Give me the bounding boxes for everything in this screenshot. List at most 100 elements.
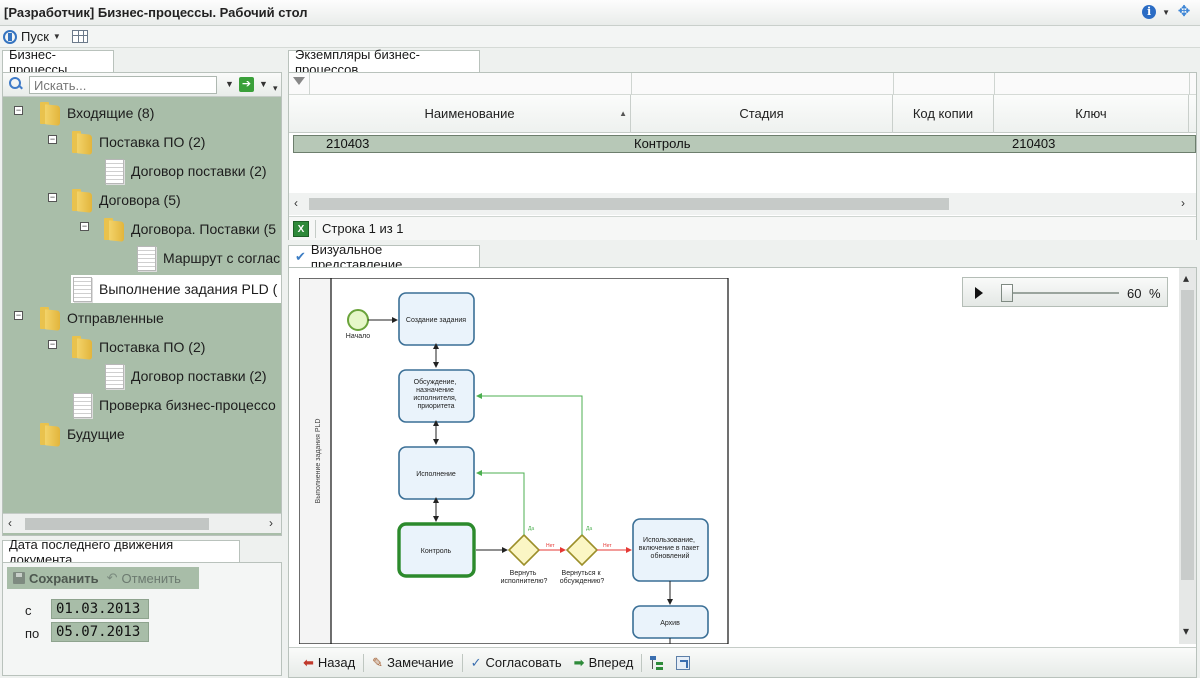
go-dropdown-arrow-icon[interactable]: ▼	[259, 79, 268, 89]
gateway-return-executor[interactable]	[507, 533, 541, 567]
column-header-stage[interactable]: Стадия	[631, 95, 893, 133]
tree-horizontal-scrollbar[interactable]: ‹ ›	[3, 513, 281, 533]
tree-node-software-supply[interactable]: Поставка ПО (2)	[71, 128, 205, 156]
window-titlebar: [Разработчик] Бизнес-процессы. Рабочий с…	[0, 0, 1200, 26]
tree-node-sent-software-supply[interactable]: Поставка ПО (2)	[71, 333, 205, 361]
task-control[interactable]	[397, 522, 476, 578]
visual-representation-panel: Выполнение задания PLD Начало Создание з…	[288, 267, 1197, 678]
tree-node-process-check[interactable]: Проверка бизнес-процессо	[71, 391, 276, 419]
tree-collapse-icon[interactable]: −	[14, 310, 23, 320]
diagram-canvas[interactable]: Выполнение задания PLD Начало Создание з…	[289, 268, 1179, 644]
scrollbar-thumb[interactable]	[309, 198, 949, 210]
hierarchy-icon[interactable]	[650, 655, 665, 670]
remark-button[interactable]: ✎ Замечание	[366, 651, 459, 675]
gateway-return-discussion[interactable]	[565, 533, 599, 567]
document-icon	[103, 363, 125, 389]
scroll-left-icon[interactable]: ‹	[8, 516, 12, 530]
tree-collapse-icon[interactable]: −	[80, 221, 89, 231]
search-go-icon[interactable]: ➔	[239, 77, 254, 92]
start-event[interactable]	[347, 309, 369, 331]
scrollbar-thumb[interactable]	[1181, 290, 1194, 580]
tree-collapse-icon[interactable]: −	[14, 105, 23, 115]
excel-export-icon[interactable]: X	[293, 220, 309, 237]
date-to-field[interactable]: 05.07.2013	[51, 622, 149, 642]
approve-button[interactable]: ✓ Согласовать	[465, 651, 568, 675]
tree-collapse-icon[interactable]: −	[48, 134, 57, 144]
column-header-name[interactable]: Наименование ▲	[309, 95, 631, 133]
diagram-vertical-scrollbar[interactable]: ▴ ▾	[1179, 268, 1196, 644]
grid-filter-row[interactable]	[289, 73, 1196, 95]
tree-node-incoming[interactable]: Входящие (8)	[39, 99, 154, 127]
folder-icon	[39, 305, 61, 331]
tab-visual-representation[interactable]: ✔ Визуальное представление	[288, 242, 480, 272]
toolbar-divider	[363, 653, 365, 672]
date-from-field[interactable]: 01.03.2013	[51, 599, 149, 619]
start-label: Пуск	[21, 29, 49, 44]
tree-node-contracts[interactable]: Договора (5)	[71, 186, 181, 214]
tree-collapse-icon[interactable]: −	[48, 192, 57, 202]
start-menu-button[interactable]: Пуск ▼	[3, 29, 61, 44]
search-dropdown-arrow-icon[interactable]: ▼	[225, 79, 234, 89]
arrow-right-icon: ➡	[573, 654, 585, 670]
column-header-copy-code[interactable]: Код копии	[893, 95, 994, 133]
bpmn-diagram[interactable]: Выполнение задания PLD Начало Создание з…	[299, 278, 729, 644]
scroll-down-icon[interactable]: ▾	[1183, 624, 1190, 638]
tree-node-pld-task[interactable]: Выполнение задания PLD (	[71, 275, 281, 303]
cancel-button[interactable]: ↶ Отменить	[107, 570, 181, 586]
window-title: [Разработчик] Бизнес-процессы. Рабочий с…	[4, 5, 308, 20]
scrollbar-thumb[interactable]	[25, 518, 209, 530]
filter-icon[interactable]	[293, 77, 305, 85]
gateway-return-executor-label: Вернуть исполнителю?	[501, 570, 548, 585]
column-divider	[893, 73, 894, 95]
table-row[interactable]: 210403 Контроль 210403	[293, 135, 1196, 153]
scroll-left-icon[interactable]: ‹	[294, 196, 298, 210]
scroll-right-icon[interactable]: ›	[269, 516, 273, 530]
grid-horizontal-scrollbar[interactable]: ‹ ›	[289, 193, 1196, 215]
save-button[interactable]: Сохранить	[13, 571, 99, 586]
tab-last-document-movement-date[interactable]: Дата последнего движения документа	[2, 537, 240, 567]
flow-gateway2-yes	[476, 393, 583, 535]
tree-node-label: Будущие	[67, 426, 125, 442]
tree-node-approval-route[interactable]: Маршрут с соглас	[135, 244, 280, 272]
search-input[interactable]	[29, 76, 217, 94]
zoom-slider-thumb[interactable]	[1001, 284, 1013, 302]
info-icon[interactable]: i	[1142, 5, 1157, 19]
tab-process-instances[interactable]: Экземпляры бизнес-процессов	[288, 47, 480, 77]
tree-node-contracts-supplies[interactable]: Договора. Поставки (5	[103, 215, 276, 243]
task-execute-label: Исполнение	[416, 471, 456, 478]
tree-node-sent-supply-contract[interactable]: Договор поставки (2)	[103, 362, 267, 390]
tree-node-label: Договора (5)	[99, 192, 181, 208]
remark-label: Замечание	[387, 655, 454, 670]
gateway1-yes-label: Да	[528, 526, 534, 532]
gateway2-yes-label: Да	[586, 526, 592, 532]
zoom-slider[interactable]	[1001, 284, 1119, 302]
search-icon[interactable]	[9, 77, 23, 91]
task-use-label: Использование, включение в пакет обновле…	[639, 537, 702, 560]
menu-bar: Пуск ▼	[0, 26, 1200, 48]
tree-node-label: Маршрут с соглас	[163, 250, 281, 266]
folder-icon	[39, 421, 61, 447]
tree-node-supply-contract[interactable]: Договор поставки (2)	[103, 157, 267, 185]
tree-node-future[interactable]: Будущие	[39, 420, 125, 448]
tree-toolbar: ▼ ➔ ▼ ▾	[3, 73, 281, 97]
move-icon[interactable]: ✥	[1177, 3, 1191, 20]
gateway1-no-label: Нет	[546, 543, 555, 549]
toolbar-overflow-icon[interactable]: ▾	[273, 83, 278, 93]
back-button[interactable]: ⬅ Назад	[297, 651, 361, 675]
task-create-label: Создание задания	[406, 317, 466, 324]
zoom-unit: %	[1149, 286, 1161, 301]
info-dropdown-arrow-icon[interactable]: ▼	[1162, 7, 1170, 17]
scroll-up-icon[interactable]: ▴	[1183, 271, 1190, 285]
tree-collapse-icon[interactable]: −	[48, 339, 57, 349]
scroll-right-icon[interactable]: ›	[1181, 196, 1185, 210]
tree-node-sent[interactable]: Отправленные	[39, 304, 164, 332]
approve-label: Согласовать	[485, 655, 562, 670]
forward-button[interactable]: ➡ Вперед	[568, 651, 640, 675]
tab-business-processes[interactable]: Бизнес-процессы	[2, 47, 114, 77]
row-count-text: Строка 1 из 1	[322, 221, 404, 236]
save-label: Сохранить	[29, 570, 99, 586]
play-icon[interactable]	[975, 287, 983, 299]
table-view-icon[interactable]	[72, 30, 88, 43]
export-icon[interactable]	[676, 655, 691, 670]
column-header-key[interactable]: Ключ	[994, 95, 1189, 133]
